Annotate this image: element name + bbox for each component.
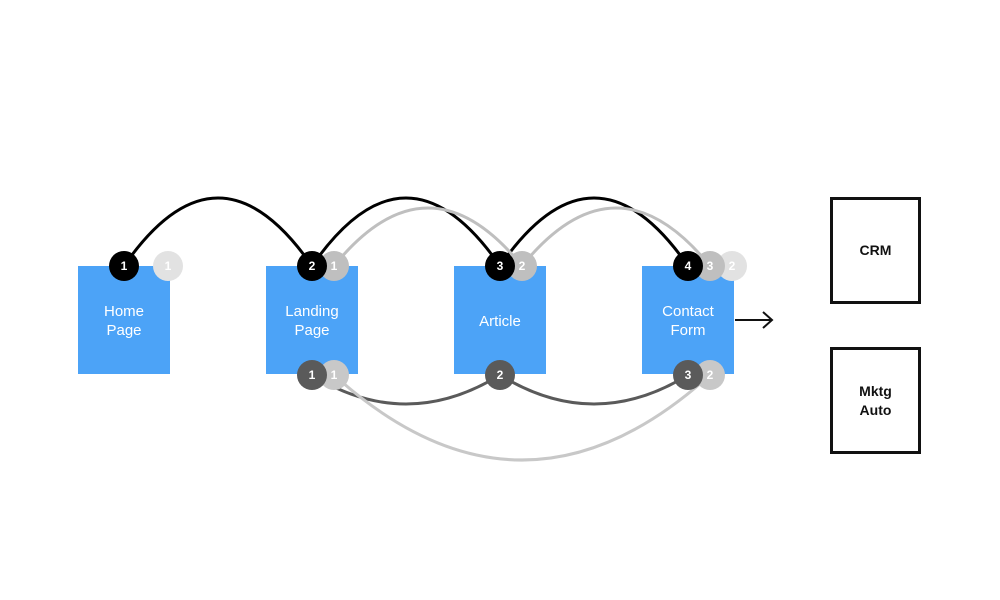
destination-label-crm: CRM <box>859 242 892 258</box>
path-dark-gray-step-contact: 3 <box>673 360 703 390</box>
path-dark-gray-step-landing: 1 <box>297 360 327 390</box>
path-black-arc-2 <box>310 196 502 267</box>
journey-curves <box>122 196 712 462</box>
path-black-step-article: 3 <box>485 251 515 281</box>
page-box-article[interactable]: Article <box>454 266 546 374</box>
path-black-arc-1 <box>122 196 314 267</box>
page-box-home[interactable]: Home Page <box>78 266 170 374</box>
path-black-step-contact: 4 <box>673 251 703 281</box>
path-dark-gray-step-article: 2 <box>485 360 515 390</box>
page-label-article: Article <box>479 312 521 330</box>
export-arrow <box>735 311 774 329</box>
path-bottom-gray-arc-1 <box>332 373 712 462</box>
path-light-gray-arc-2 <box>520 206 712 267</box>
page-box-landing[interactable]: Landing Page <box>266 266 358 374</box>
destination-box-crm[interactable]: CRM <box>830 197 921 304</box>
page-label-home: Home Page <box>103 303 144 339</box>
path-dark-gray-arc-2 <box>499 373 689 406</box>
path-black-arc-3 <box>498 196 690 267</box>
page-label-landing: Landing Page <box>285 303 339 339</box>
page-label-contact: Contact Form <box>662 303 714 339</box>
destination-box-mktg[interactable]: Mktg Auto <box>830 347 921 454</box>
path-light-gray-arc-1 <box>332 206 524 267</box>
export-arrow-head <box>762 311 774 329</box>
path-black-step-landing: 2 <box>297 251 327 281</box>
page-box-contact[interactable]: Contact Form <box>642 266 734 374</box>
path-pale-gray-step-home: 1 <box>153 251 183 281</box>
path-black-step-home: 1 <box>109 251 139 281</box>
destination-label-mktg: Mktg Auto <box>859 382 892 418</box>
